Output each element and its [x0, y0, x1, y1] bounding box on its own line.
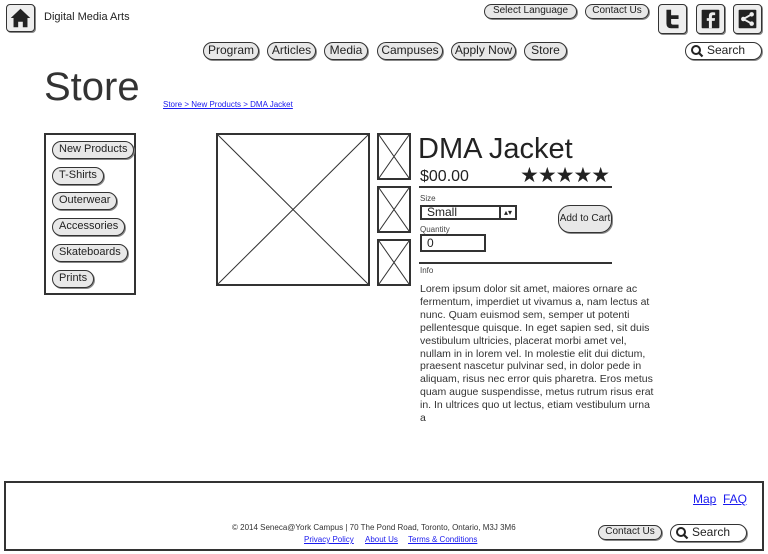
- header-search-input[interactable]: Search: [685, 42, 762, 60]
- nav-campuses[interactable]: Campuses: [377, 42, 443, 60]
- product-name: DMA Jacket: [418, 133, 573, 165]
- sidebar-item-outerwear[interactable]: Outerwear: [52, 192, 118, 210]
- footer-about-us-link[interactable]: About Us: [365, 535, 398, 544]
- product-price: $00.00: [420, 168, 469, 185]
- image-placeholder-icon: [218, 135, 368, 284]
- sidebar-item-prints[interactable]: Prints: [52, 270, 95, 288]
- image-placeholder-icon: [379, 188, 409, 231]
- product-thumbnail-3[interactable]: [377, 239, 411, 286]
- image-placeholder-icon: [379, 135, 409, 178]
- info-divider: [419, 262, 612, 264]
- nav-apply-now[interactable]: Apply Now: [451, 42, 516, 60]
- share-icon: [738, 9, 757, 29]
- product-thumbnail-2[interactable]: [377, 186, 411, 233]
- home-button[interactable]: [6, 4, 35, 32]
- contact-us-button[interactable]: Contact Us: [585, 4, 649, 19]
- search-placeholder: Search: [707, 43, 746, 57]
- search-icon: [691, 45, 704, 58]
- info-label: Info: [420, 266, 434, 275]
- site-title: Digital Media Arts: [44, 11, 130, 23]
- footer-privacy-policy-link[interactable]: Privacy Policy: [304, 535, 354, 544]
- nav-media[interactable]: Media: [324, 42, 368, 60]
- page-title: Store: [44, 65, 140, 109]
- sidebar-item-accessories[interactable]: Accessories: [52, 218, 126, 236]
- footer-search-input[interactable]: Search: [670, 524, 747, 542]
- search-icon: [676, 527, 689, 540]
- price-divider: [419, 186, 612, 188]
- quantity-input[interactable]: 0: [420, 234, 486, 252]
- footer-contact-us-button[interactable]: Contact Us: [598, 525, 662, 540]
- copyright-text: © 2014 Seneca@York Campus | 70 The Pond …: [232, 523, 516, 532]
- twitter-icon: [666, 9, 679, 29]
- size-label: Size: [420, 194, 436, 203]
- twitter-button[interactable]: [658, 4, 687, 34]
- product-rating: ★★★★★: [520, 164, 610, 187]
- breadcrumb[interactable]: Store > New Products > DMA Jacket: [163, 100, 293, 109]
- share-button[interactable]: [733, 4, 762, 34]
- footer: Map FAQ © 2014 Seneca@York Campus | 70 T…: [4, 481, 764, 551]
- footer-terms-link[interactable]: Terms & Conditions: [408, 535, 478, 544]
- sidebar-item-skateboards[interactable]: Skateboards: [52, 244, 128, 262]
- quantity-value: 0: [427, 236, 434, 250]
- size-select[interactable]: Small ▴▾: [420, 205, 517, 220]
- quantity-label: Quantity: [420, 225, 450, 234]
- add-to-cart-button[interactable]: Add to Cart: [558, 205, 612, 233]
- nav-store[interactable]: Store: [524, 42, 567, 60]
- select-language-button[interactable]: Select Language: [484, 4, 577, 19]
- nav-program[interactable]: Program: [203, 42, 259, 60]
- sidebar-item-new-products[interactable]: New Products: [52, 141, 135, 159]
- search-placeholder: Search: [692, 525, 731, 539]
- product-description: Lorem ipsum dolor sit amet, maiores orna…: [420, 283, 654, 425]
- select-stepper-icon: ▴▾: [499, 207, 515, 218]
- facebook-icon: [701, 9, 720, 29]
- facebook-button[interactable]: [696, 4, 725, 34]
- image-placeholder-icon: [379, 241, 409, 284]
- footer-map-link[interactable]: Map: [693, 492, 717, 506]
- product-thumbnail-1[interactable]: [377, 133, 411, 180]
- product-main-image: [216, 133, 370, 286]
- category-sidebar: New Products T-Shirts Outerwear Accessor…: [44, 133, 136, 295]
- footer-faq-link[interactable]: FAQ: [723, 492, 748, 506]
- home-icon: [10, 8, 31, 28]
- nav-articles[interactable]: Articles: [267, 42, 316, 60]
- size-value: Small: [427, 205, 458, 219]
- sidebar-item-t-shirts[interactable]: T-Shirts: [52, 167, 104, 185]
